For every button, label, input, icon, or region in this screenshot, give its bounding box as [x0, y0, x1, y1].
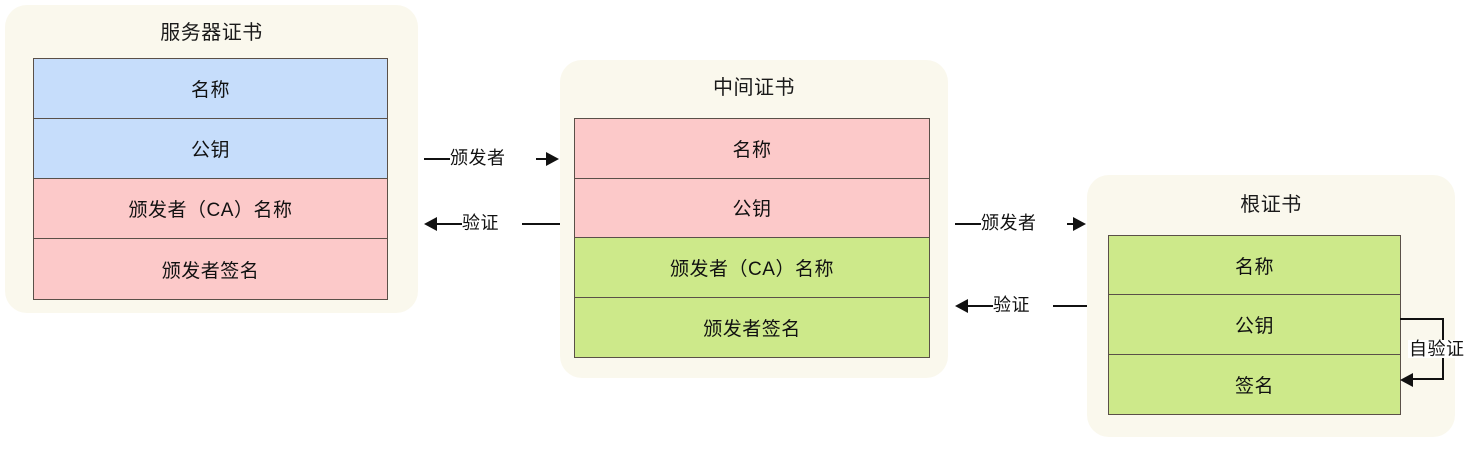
- cert-row-name: 名称: [34, 59, 387, 119]
- arrow-left-icon: [1400, 373, 1413, 387]
- connector-line-left: [424, 158, 450, 160]
- connector-line-right: [536, 158, 548, 160]
- connector-issuer-intermediate-to-root: 颁发者: [955, 212, 1087, 236]
- connector-line-left: [955, 223, 981, 225]
- loop-segment-bottom: [1412, 378, 1444, 380]
- connector-line-right: [1067, 223, 1075, 225]
- card-root-certificate: 根证书 名称 公钥 签名: [1087, 175, 1455, 437]
- cert-row-issuer-ca-name: 颁发者（CA）名称: [575, 238, 929, 298]
- connector-label-verify: 验证: [462, 213, 499, 233]
- connector-label-self-verify: 自验证: [1408, 339, 1466, 359]
- card-server-certificate: 服务器证书 名称 公钥 颁发者（CA）名称 颁发者签名: [5, 5, 418, 313]
- connector-line-right: [1053, 305, 1087, 307]
- arrow-left-icon: [424, 217, 437, 231]
- cert-row-name: 名称: [1109, 236, 1400, 296]
- connector-verify-intermediate-to-server: 验证: [424, 212, 560, 236]
- connector-line-left: [436, 223, 462, 225]
- cert-row-name: 名称: [575, 119, 929, 179]
- connector-label-issuer: 颁发者: [450, 148, 506, 168]
- card-title-intermediate-certificate: 中间证书: [713, 77, 795, 99]
- cert-table-server-certificate: 名称 公钥 颁发者（CA）名称 颁发者签名: [33, 58, 388, 300]
- connector-line-left: [967, 305, 993, 307]
- connector-label-issuer: 颁发者: [981, 213, 1037, 233]
- arrow-right-icon: [546, 152, 559, 166]
- cert-row-public-key: 公钥: [1109, 295, 1400, 355]
- card-title-root-certificate: 根证书: [1240, 194, 1302, 216]
- connector-issuer-server-to-intermediate: 颁发者: [424, 147, 560, 171]
- cert-row-issuer-signature: 颁发者签名: [575, 297, 929, 357]
- cert-row-signature: 签名: [1109, 354, 1400, 414]
- cert-row-issuer-ca-name: 颁发者（CA）名称: [34, 179, 387, 239]
- connector-line-right: [522, 223, 560, 225]
- cert-row-public-key: 公钥: [34, 119, 387, 179]
- cert-table-intermediate-certificate: 名称 公钥 颁发者（CA）名称 颁发者签名: [574, 118, 930, 358]
- arrow-right-icon: [1073, 217, 1086, 231]
- card-title-server-certificate: 服务器证书: [160, 22, 263, 44]
- connector-label-verify: 验证: [993, 295, 1030, 315]
- card-intermediate-certificate: 中间证书 名称 公钥 颁发者（CA）名称 颁发者签名: [560, 60, 948, 378]
- cert-row-issuer-signature: 颁发者签名: [34, 239, 387, 299]
- connector-self-verify-root: 自验证: [1396, 318, 1478, 387]
- cert-row-public-key: 公钥: [575, 178, 929, 238]
- cert-table-root-certificate: 名称 公钥 签名: [1108, 235, 1401, 415]
- arrow-left-icon: [955, 299, 968, 313]
- connector-verify-root-to-intermediate: 验证: [955, 294, 1087, 318]
- loop-segment-top: [1400, 318, 1444, 320]
